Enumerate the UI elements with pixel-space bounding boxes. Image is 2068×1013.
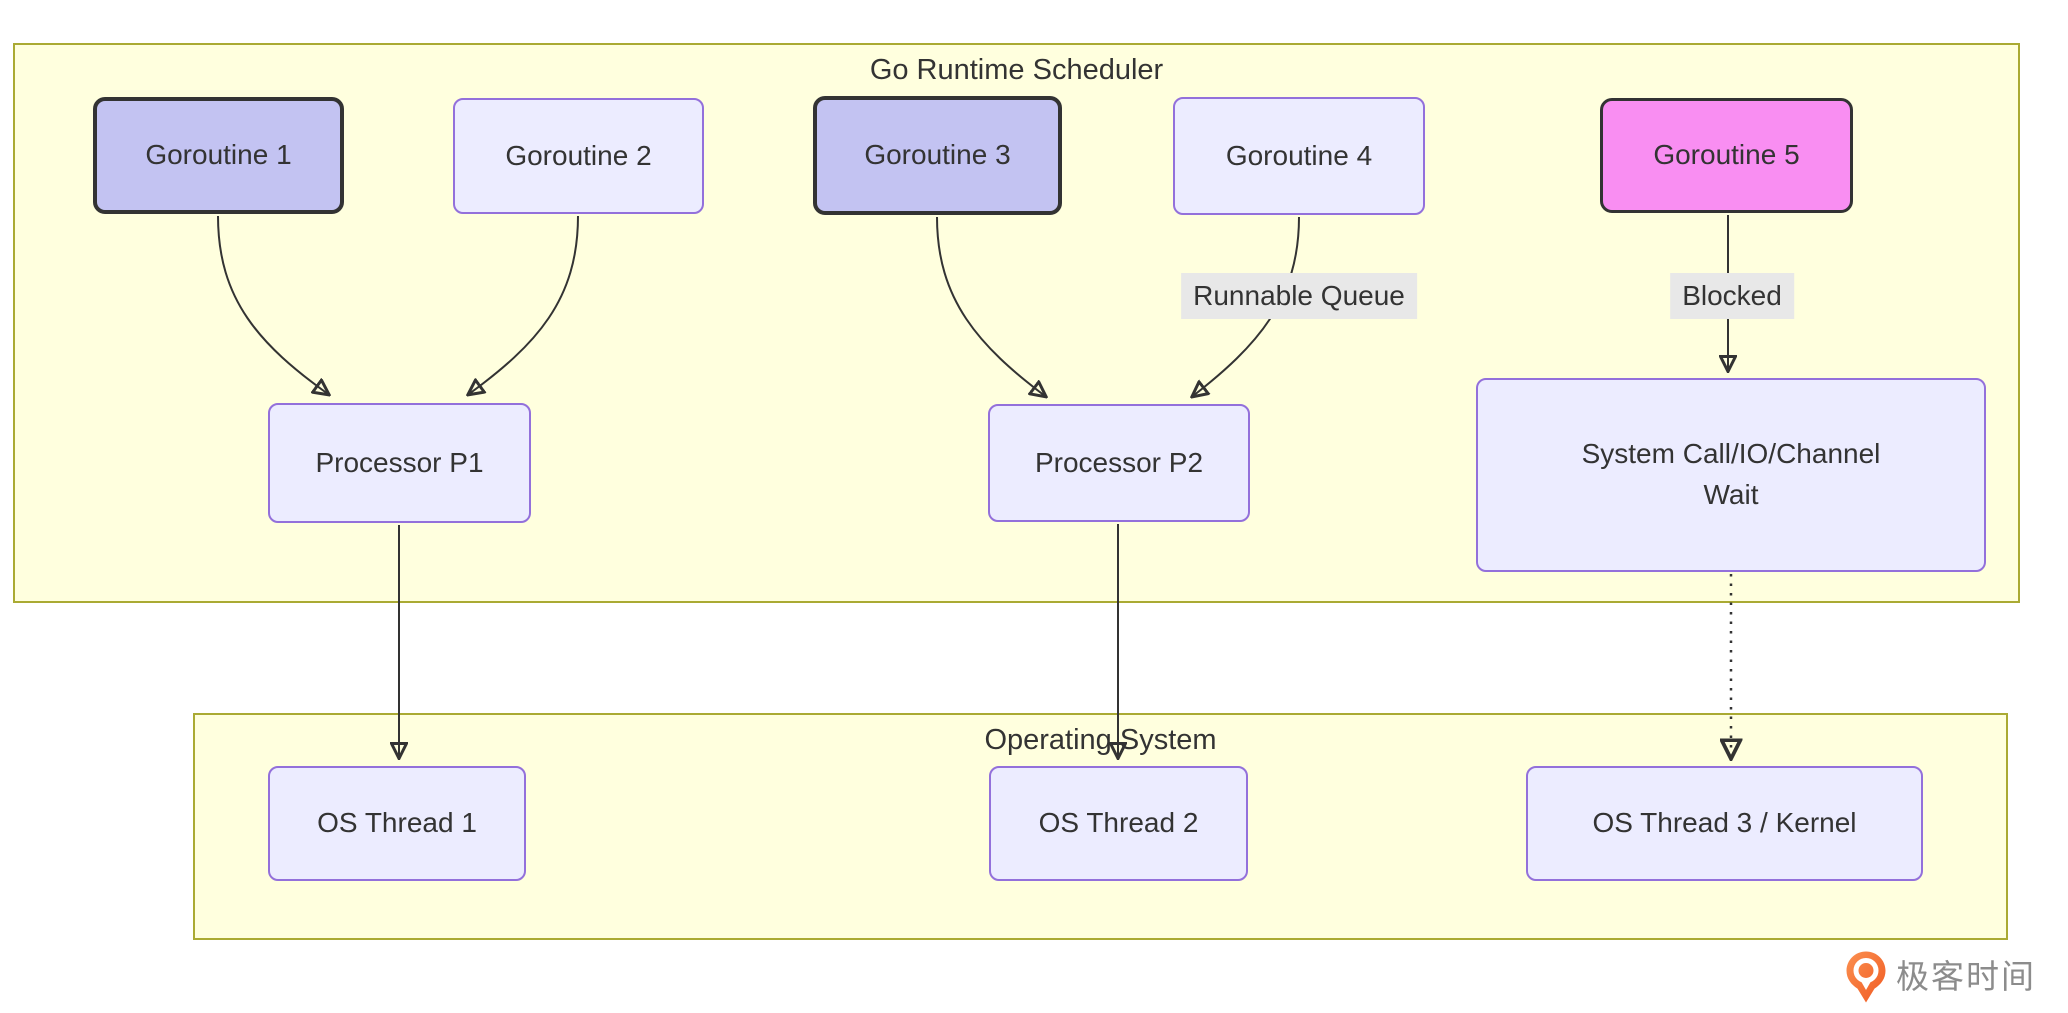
node-goroutine-3-label: Goroutine 3 — [864, 139, 1011, 171]
node-goroutine-4-label: Goroutine 4 — [1225, 139, 1373, 171]
geektime-watermark: 极客时间 — [1846, 951, 2036, 1003]
node-os-thread-1-label: OS Thread 1 — [317, 807, 477, 839]
node-goroutine-5: Goroutine 5 — [1600, 98, 1853, 213]
node-goroutine-3: Goroutine 3 — [813, 96, 1062, 215]
edge-label-blocked: Blocked — [1670, 273, 1794, 319]
cluster-title-os: Operating System — [984, 724, 1217, 756]
node-system-call-io-channel-wait: System Call/IO/Channel Wait — [1476, 378, 1986, 572]
syscall-label-line2: Wait — [1703, 479, 1759, 510]
syscall-label-line1: System Call/IO/Channel — [1581, 438, 1881, 470]
node-os-thread-3-kernel: OS Thread 3 / Kernel — [1526, 766, 1923, 881]
node-os-thread-2: OS Thread 2 — [989, 766, 1248, 881]
node-goroutine-2: Goroutine 2 — [453, 98, 704, 214]
geektime-logo-icon — [1846, 951, 1886, 1003]
node-processor-p1-label: Processor P1 — [315, 446, 484, 478]
node-os-thread-3-kernel-label: OS Thread 3 / Kernel — [1592, 807, 1857, 839]
cluster-title-scheduler: Go Runtime Scheduler — [869, 54, 1164, 86]
node-goroutine-5-label: Goroutine 5 — [1653, 139, 1800, 171]
node-os-thread-2-label: OS Thread 2 — [1038, 807, 1199, 839]
geektime-watermark-text: 极客时间 — [1896, 958, 2036, 995]
edge-label-runnable-queue: Runnable Queue — [1181, 273, 1417, 319]
node-goroutine-1: Goroutine 1 — [93, 97, 344, 214]
node-goroutine-4: Goroutine 4 — [1173, 97, 1425, 215]
node-processor-p1: Processor P1 — [268, 403, 531, 523]
node-processor-p2: Processor P2 — [988, 404, 1250, 522]
node-goroutine-1-label: Goroutine 1 — [145, 139, 292, 171]
node-processor-p2-label: Processor P2 — [1034, 446, 1204, 478]
node-goroutine-2-label: Goroutine 2 — [505, 139, 652, 171]
node-os-thread-1: OS Thread 1 — [268, 766, 526, 881]
